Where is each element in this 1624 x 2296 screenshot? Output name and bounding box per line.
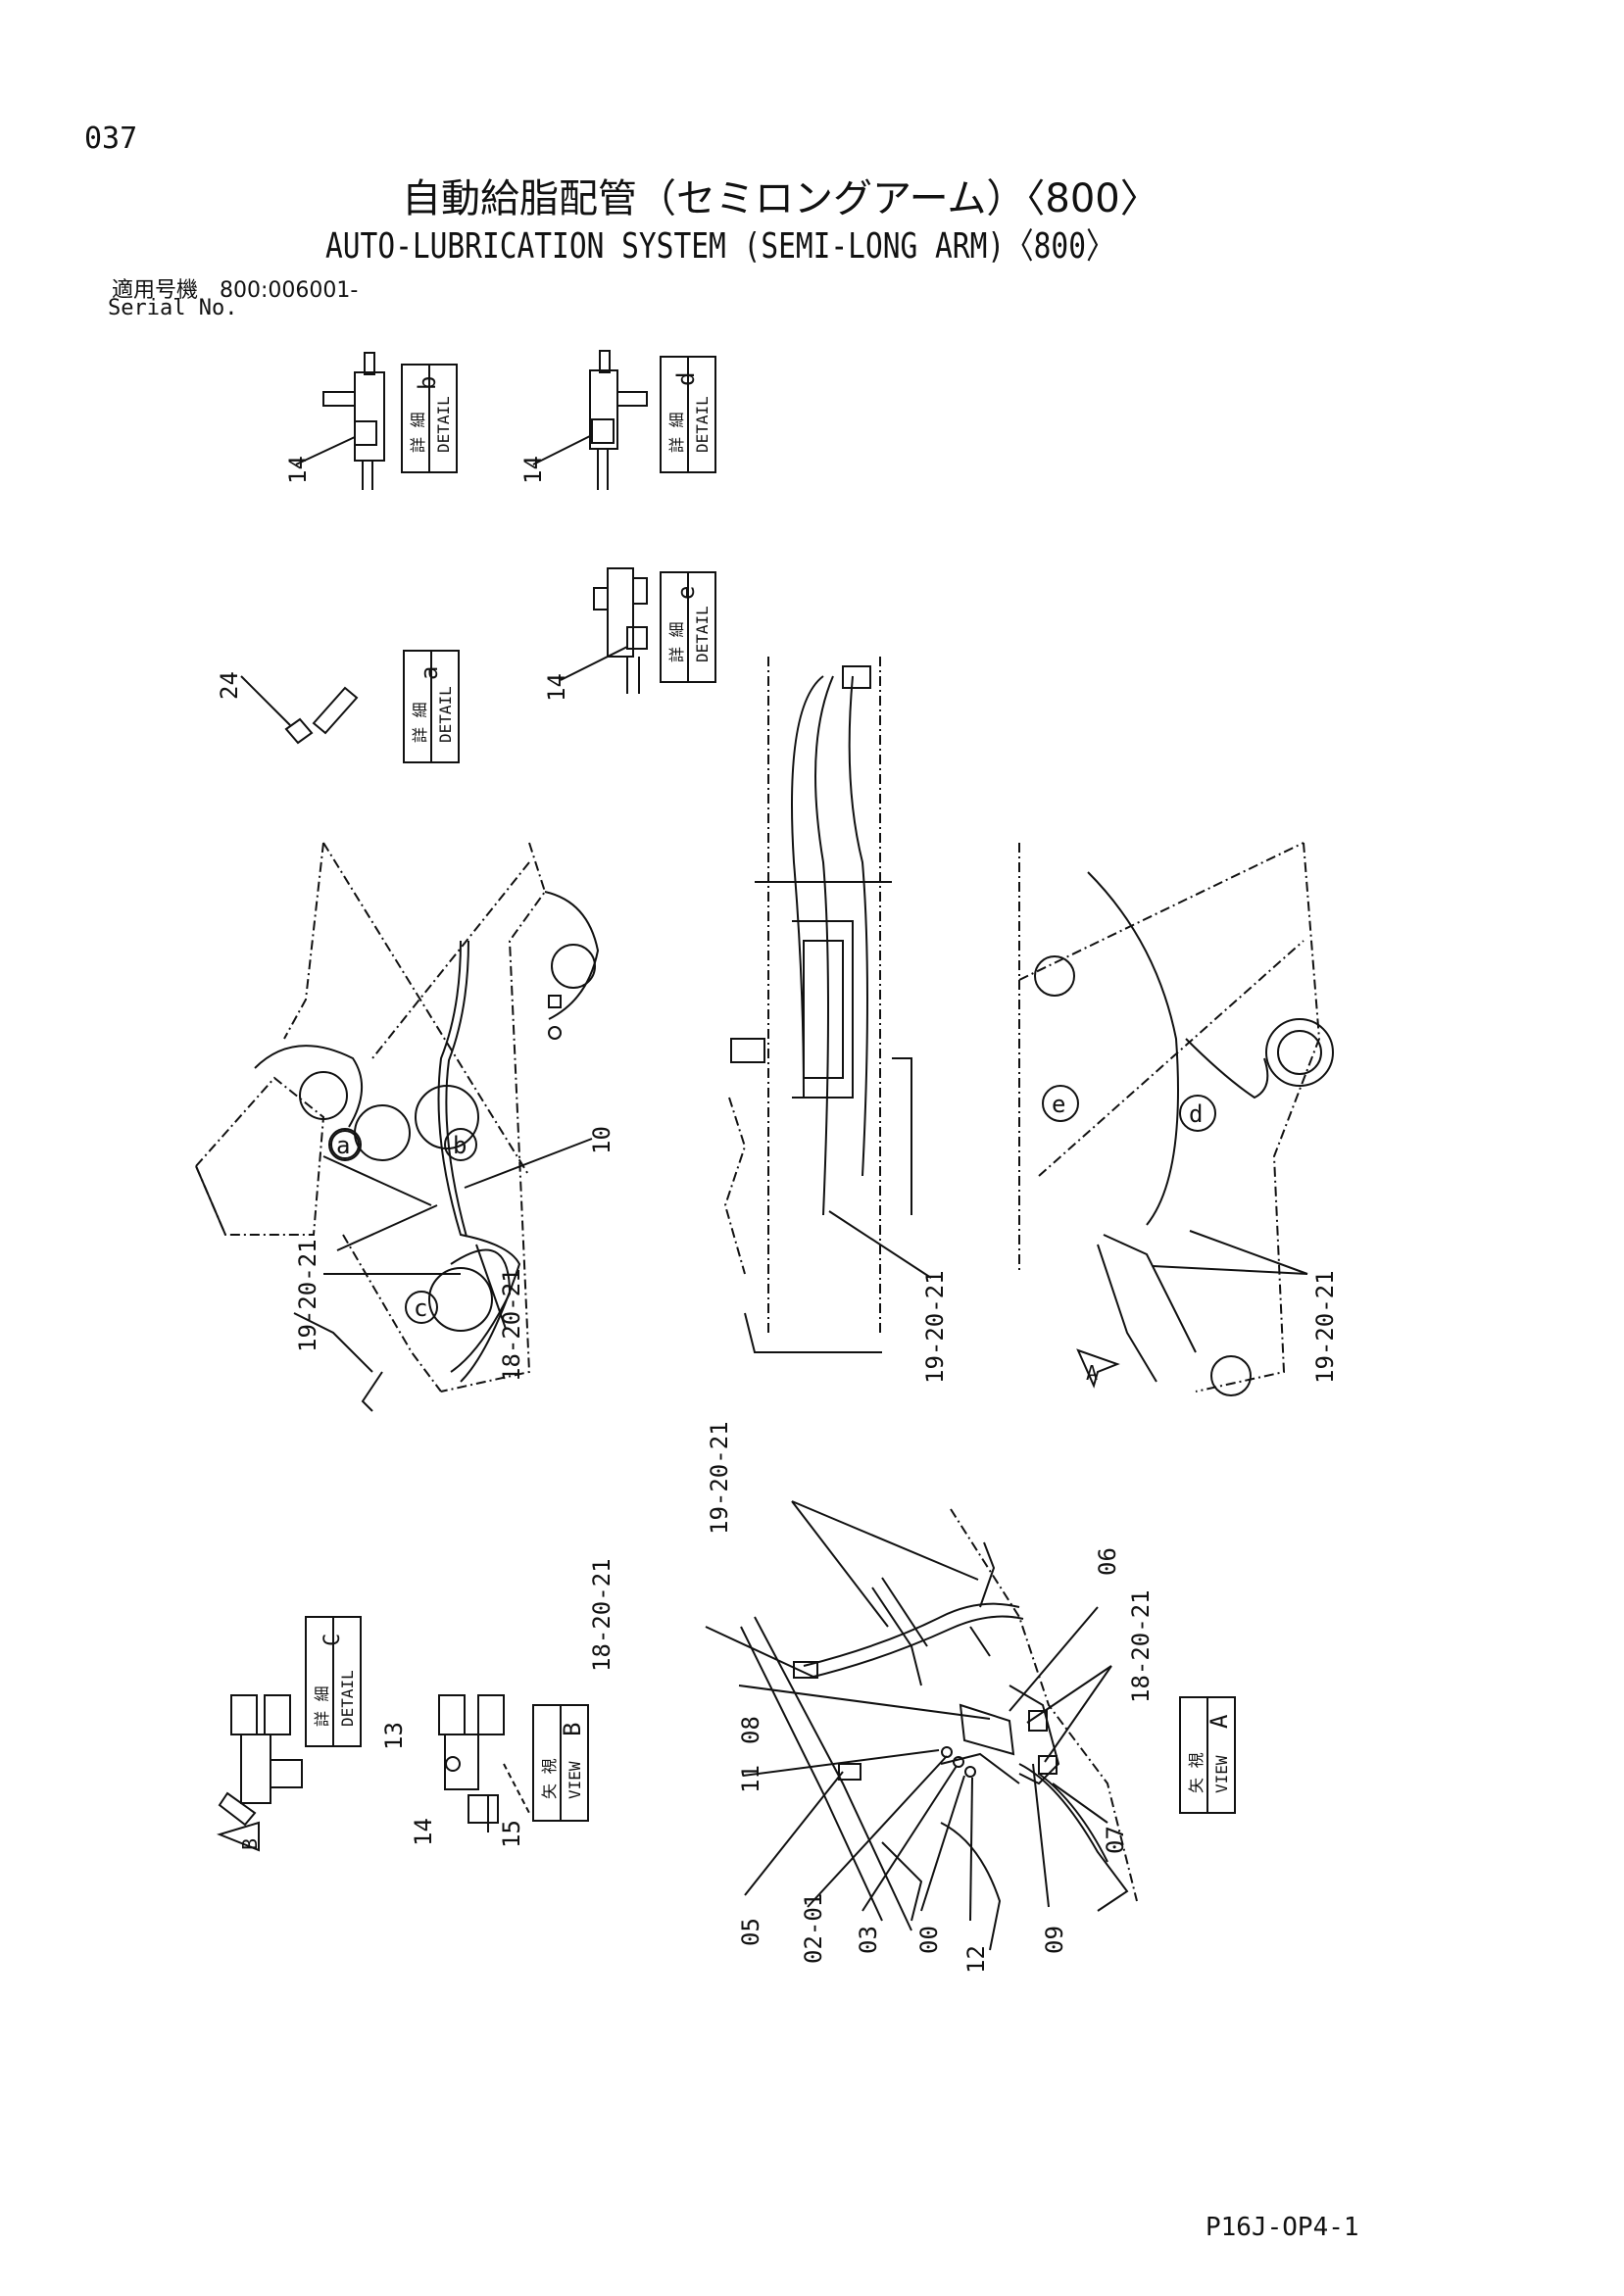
detail-e-jp: 詳 細 [667, 621, 686, 662]
callout-14-detail-b: 14 [284, 456, 312, 484]
callout-18-20-21-left: 18-20-21 [498, 1268, 525, 1382]
arm-view-middle [723, 657, 932, 1353]
page-number: 037 [84, 122, 138, 156]
marker-b: b [444, 1128, 477, 1161]
view-b-letter: B [559, 1723, 586, 1736]
marker-d: d [1179, 1095, 1216, 1132]
detail-a-box: DETAIL 詳 細 a [403, 650, 460, 763]
svg-text:A: A [1086, 1361, 1098, 1385]
callout-19-20-21-bottom: 19-20-21 [706, 1421, 733, 1535]
callout-18-20-21-bottom-left: 18-20-21 [588, 1558, 615, 1672]
detail-a-jp: 詳 細 [411, 702, 429, 743]
callout-14-detail-e: 14 [543, 673, 570, 702]
svg-text:e: e [1052, 1091, 1065, 1118]
footer-code: P16J-OP4-1 [1206, 2213, 1359, 2242]
callout-14-view-b: 14 [410, 1818, 437, 1846]
detail-d-en: DETAIL [693, 396, 712, 453]
svg-text:d: d [1189, 1100, 1203, 1128]
detail-e-letter: e [672, 586, 700, 600]
callout-00: 00 [915, 1926, 943, 1954]
arm-view-right [1018, 842, 1334, 1396]
view-a-en: VIEW [1212, 1755, 1231, 1793]
detail-e-en: DETAIL [693, 606, 712, 662]
callout-12: 12 [962, 1945, 990, 1974]
marker-a: a [328, 1128, 362, 1161]
marker-c: c [405, 1291, 438, 1324]
detail-a-drawing: DETAIL 詳 細 a 24 [216, 650, 460, 763]
callout-14-detail-d: 14 [519, 456, 547, 484]
callout-05: 05 [737, 1918, 764, 1946]
view-b-drawing: VIEW 矢 視 B [438, 1694, 589, 1832]
callout-15: 15 [498, 1820, 525, 1848]
callout-09: 09 [1041, 1926, 1068, 1954]
svg-text:b: b [453, 1132, 467, 1159]
detail-a-letter: a [416, 666, 443, 680]
detail-b-letter: b [414, 376, 441, 390]
callout-02-01: 02-01 [800, 1893, 827, 1964]
view-a-letter: A [1206, 1714, 1233, 1729]
view-a-box: VIEW 矢 視 A [1179, 1696, 1236, 1814]
detail-d-jp: 詳 細 [667, 412, 686, 453]
arm-view-left [194, 842, 600, 1412]
detail-d-drawing: DETAIL 詳 細 d 14 [519, 350, 716, 490]
callout-13: 13 [380, 1722, 408, 1750]
detail-c-en: DETAIL [338, 1670, 357, 1727]
detail-d-letter: d [672, 372, 700, 386]
callout-24: 24 [216, 671, 243, 700]
detail-c-box: DETAIL 詳 細 C [305, 1616, 362, 1747]
detail-a-en: DETAIL [436, 686, 455, 743]
detail-c-letter: C [320, 1634, 345, 1646]
callout-08: 08 [737, 1716, 764, 1744]
view-b-en: VIEW [566, 1761, 584, 1799]
view-a-jp: 矢 視 [1187, 1752, 1206, 1793]
arrow-marker-b: B [216, 1821, 262, 1852]
view-a-drawing: VIEW 矢 視 A [705, 1500, 1236, 1951]
detail-c-drawing: DETAIL 詳 細 C B [216, 1616, 362, 1852]
detail-e-drawing: DETAIL 詳 細 e 14 [543, 567, 716, 702]
detail-d-box: DETAIL 詳 細 d [660, 356, 716, 473]
view-b-jp: 矢 視 [540, 1758, 559, 1799]
arrow-marker-a: A [1076, 1348, 1120, 1389]
serial-label-english: Serial No. [108, 296, 238, 320]
svg-text:a: a [336, 1132, 350, 1159]
callout-11: 11 [737, 1765, 764, 1793]
callout-19-20-21-left: 19-20-21 [294, 1239, 321, 1352]
callout-18-20-21-bottom-right: 18-20-21 [1127, 1589, 1155, 1703]
detail-b-box: DETAIL 詳 細 b [401, 364, 458, 473]
callout-06: 06 [1094, 1547, 1121, 1576]
svg-text:B: B [238, 1838, 262, 1850]
detail-c-jp: 詳 細 [313, 1685, 331, 1727]
callout-19-20-21-middle: 19-20-21 [921, 1270, 949, 1384]
page-title-english: AUTO-LUBRICATION SYSTEM (SEMI-LONG ARM)〈… [325, 226, 1115, 267]
view-b-box: VIEW 矢 視 B [532, 1704, 589, 1822]
detail-b-drawing: DETAIL 詳 細 b 14 [284, 352, 458, 490]
detail-b-en: DETAIL [434, 396, 453, 453]
serial-label-japanese: 適用号機 800:006001- [112, 278, 359, 303]
callout-03: 03 [855, 1926, 882, 1954]
detail-b-jp: 詳 細 [409, 412, 427, 453]
callout-07: 07 [1102, 1826, 1129, 1854]
callout-10: 10 [588, 1126, 615, 1154]
marker-e: e [1042, 1085, 1079, 1122]
page-title-japanese: 自動給脂配管（セミロングアーム）〈800〉 [402, 176, 1159, 221]
detail-e-box: DETAIL 詳 細 e [660, 571, 716, 683]
svg-text:c: c [414, 1295, 427, 1322]
callout-19-20-21-right: 19-20-21 [1311, 1270, 1339, 1384]
